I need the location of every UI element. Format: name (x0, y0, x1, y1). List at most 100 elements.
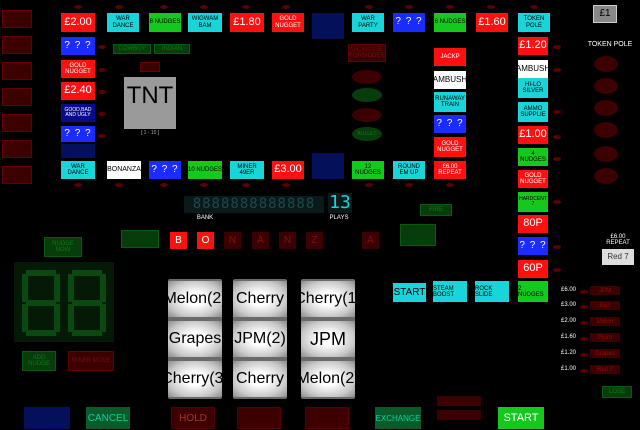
tnt-top-tab (140, 62, 160, 72)
repeat-label: £6.00 REPEAT (606, 233, 630, 246)
trail-bottom-5: MINER 49ER (230, 161, 264, 179)
left-dark-5 (2, 114, 32, 132)
reel-2-symbol-top: Cherry (233, 281, 287, 317)
trail-top-9: ? ? ? (393, 13, 425, 32)
token-pole-label: TOKEN POLE (587, 41, 633, 49)
prize-symbol-5: Grapes (590, 349, 620, 358)
exchange-button[interactable]: EXCHANGE (375, 407, 421, 429)
reel-2-symbol-bottom: Cherry (233, 361, 287, 397)
bottom-dark-blue (312, 153, 344, 161)
bonanza-letter-6: Z (306, 232, 323, 249)
plays-label: PLAYS (329, 214, 349, 221)
trail-inner-4: ? ? ? (434, 115, 466, 133)
trail-right-9: 80P (518, 215, 548, 233)
prize-price-3: £2.00 (561, 318, 577, 324)
tnt-range: [ 1 - 10 ] (140, 130, 160, 137)
trail-right-1: £1.20 (518, 37, 548, 55)
add-nudge-label: ADD NUDGE (22, 351, 56, 371)
left-dark-7 (2, 166, 32, 184)
reel-1-symbol-bottom: Cherry(3) (161, 361, 229, 397)
trail-right-10: ? ? ? (518, 237, 548, 255)
prize-price-1: £6.00 (561, 287, 577, 293)
cowboy-label: COWBOY (113, 44, 151, 54)
reel-1-symbol-top: Melon(2) (163, 281, 227, 317)
tnt-title: TNT (126, 82, 174, 109)
reel-1: Melon(2) Grapes Cherry(3) (161, 279, 229, 399)
token-pole-pill-1 (594, 56, 618, 72)
prize-price-4: £1.60 (561, 334, 577, 340)
bonanza-letter-2: O (197, 232, 214, 249)
reel-3: Cherry(1) JPM Melon(2) (294, 279, 362, 399)
reel-1-symbol-mid: Grapes (168, 321, 222, 357)
feature-start-button[interactable]: START (393, 283, 426, 302)
trail-bottom-3: ? ? ? (149, 161, 181, 179)
prize-symbol-3: Melon (590, 317, 620, 326)
trail-right-4: AMMO SUPPLIE (518, 102, 548, 122)
trail-left-2: GOLD NUGGET (61, 60, 95, 78)
steam-boost-button[interactable]: STEAM BOOST (433, 281, 467, 302)
left-dark-1 (2, 10, 32, 28)
token-pole-pill-4 (594, 122, 618, 138)
reel-3-symbol-mid: JPM (301, 321, 355, 357)
left-dark-3 (2, 62, 32, 80)
lose-label: LOSE (602, 386, 632, 398)
trail-left-4: GOOD,BAD AND UGLY (61, 104, 95, 122)
trail-right-8: HARDCENT 7 (518, 192, 548, 212)
nudge-now-label: NUDGE NOW (44, 237, 82, 257)
bonanza-letter-5: N (279, 232, 296, 249)
reel-3-symbol-top: Cherry(1) (294, 281, 362, 317)
trail-top-2: WAR DANCE (107, 13, 139, 32)
fire-label: FIRE (420, 204, 452, 216)
bullet-pill: BULLET (352, 127, 382, 141)
inner-pill-2 (352, 88, 382, 102)
prize-price-6: £1.00 (561, 366, 577, 372)
rock-slide-button[interactable]: ROCK SLIDE (475, 281, 509, 302)
bonanza-letter-3: N (224, 232, 241, 249)
trail-top-3: 8 NUDGES (149, 13, 181, 32)
trail-bottom-7 (312, 161, 344, 179)
inner-pill-1 (352, 70, 382, 84)
hold-button-3[interactable] (305, 407, 349, 429)
indian-label: INDIAN (154, 44, 190, 54)
hold-button-2[interactable] (237, 407, 281, 429)
reel-2: Cherry JPM(2) Cherry (233, 279, 287, 399)
trail-left-3: £2.40 (61, 82, 95, 100)
trail-top-10: 6 NUDGES (434, 13, 466, 32)
trail-left-6 (61, 144, 95, 158)
trail-right-5: £1.00 (518, 126, 548, 144)
trail-bottom-4: 10 NUDGES (188, 161, 222, 179)
trail-right-3: HI-LO SILVER (518, 78, 548, 98)
miner-move-label: MINER MOVE (68, 351, 114, 371)
extra-button-2[interactable] (437, 410, 481, 420)
bonanza-letter-1: B (170, 232, 187, 249)
prize-symbol-6: Red 7 (590, 365, 620, 374)
trail-top-5: £1.80 (230, 13, 264, 32)
reel-2-symbol-mid: JPM(2) (233, 321, 287, 357)
hold-button-1[interactable]: HOLD (171, 407, 215, 429)
seven-seg-display (14, 262, 114, 342)
trail-inner-3: RUNAWAY TRAIN (434, 92, 466, 112)
plays-display: 13 (328, 191, 352, 213)
trail-right-6: 4 NUDGES (518, 148, 548, 166)
bonanza-letter-4: A (252, 232, 269, 249)
two-nudges-button[interactable]: 2 NUDGES (518, 281, 548, 302)
collect-button[interactable] (24, 407, 70, 429)
trail-top-11: £1.60 (476, 13, 508, 32)
extra-button-1[interactable] (437, 396, 481, 406)
token-pole-pill-6 (594, 168, 618, 184)
trail-bottom-8: 12 NUDGES (352, 161, 384, 179)
bonanza-letter-7: A (362, 232, 379, 249)
trail-bottom-1: WAR DANCE (61, 161, 95, 179)
cancel-button[interactable]: CANCEL (86, 407, 130, 429)
start-button[interactable]: START (498, 407, 544, 429)
trail-right-11: 60P (518, 260, 548, 278)
prize-symbol-4: Plum (590, 333, 620, 342)
bank-display: 8888888888888 (184, 196, 324, 213)
left-dark-4 (2, 88, 32, 106)
trail-bottom-9: ROUND EM UP (393, 161, 425, 179)
inner-pill-3 (352, 108, 382, 122)
trail-top-12: TOKEN POLE (518, 13, 550, 32)
trail-top-4: WIGWAM BAM (188, 13, 222, 32)
trail-bottom-2: BONANZA (107, 161, 141, 179)
